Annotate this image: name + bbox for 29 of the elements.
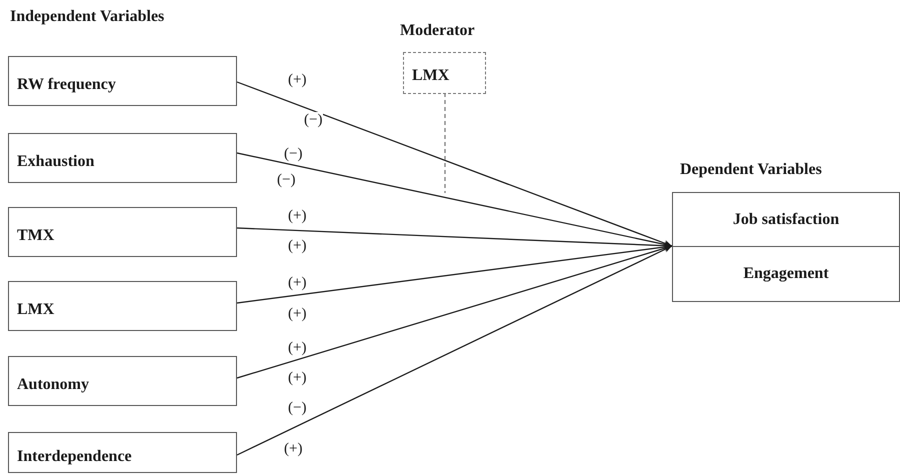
arrow: [236, 245, 672, 456]
edge-label: (+): [287, 275, 308, 291]
edge-label: (−): [303, 112, 324, 128]
dashed-line: [444, 93, 446, 193]
edge-label: (+): [287, 306, 308, 322]
edge-label: (+): [283, 441, 304, 457]
arrow: [236, 152, 672, 248]
edge-label: (−): [276, 172, 296, 188]
arrow: [236, 245, 672, 379]
variable-box: Interdependence: [8, 432, 237, 473]
edge-label: (+): [287, 340, 308, 356]
variable-box: LMX: [8, 281, 237, 331]
variable-box: Engagement: [672, 246, 900, 302]
variable-box: RW frequency: [8, 56, 237, 106]
edge-label: (+): [287, 72, 308, 88]
arrow: [236, 81, 672, 247]
section-heading: Independent Variables: [10, 8, 164, 26]
section-heading: Dependent Variables: [680, 161, 822, 179]
variable-box: Autonomy: [8, 356, 237, 406]
edge-label: (+): [287, 370, 308, 386]
edge-label: (−): [283, 146, 304, 162]
edge-label: (+): [287, 208, 308, 224]
moderator-box: LMX: [403, 52, 486, 94]
variable-box: Job satisfaction: [672, 192, 900, 247]
variable-box: TMX: [8, 207, 237, 257]
edge-label: (−): [287, 400, 308, 416]
section-heading: Moderator: [400, 22, 475, 40]
variable-box: Exhaustion: [8, 133, 237, 183]
edge-label: (+): [287, 238, 308, 254]
